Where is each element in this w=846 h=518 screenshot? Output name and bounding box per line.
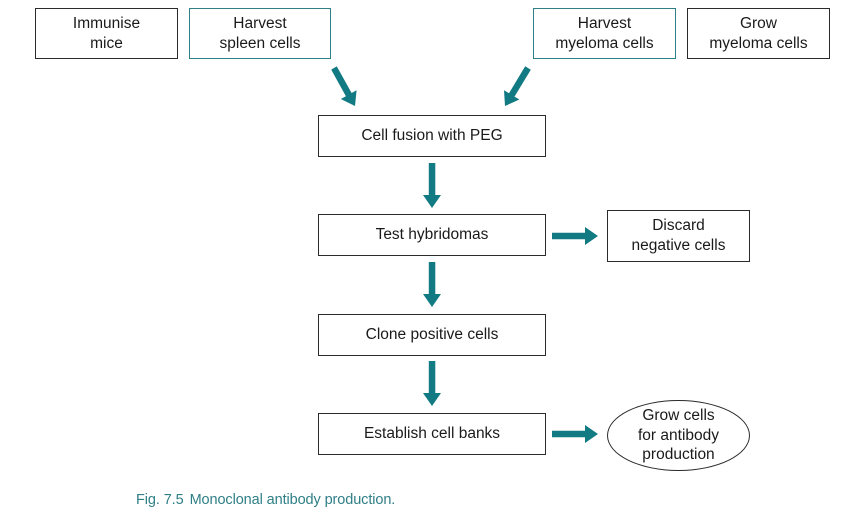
node-harvest-myeloma-line2: myeloma cells [555,34,654,52]
node-harvest-myeloma-line1: Harvest [577,14,632,32]
arrow-clone-to-establish [423,361,441,406]
node-establish-cell-banks: Establish cell banks [318,413,546,455]
arrow-fusion-to-test [423,163,441,208]
node-clone-positive-label: Clone positive cells [365,326,499,343]
arrow-group [331,66,598,443]
figure-caption-text: Monoclonal antibody production. [189,492,396,508]
arrow-test-to-discard [552,227,598,245]
node-establish-banks-label: Establish cell banks [363,425,501,442]
node-clone-positive-cells: Clone positive cells [318,314,546,356]
node-harvest-spleen-line2: spleen cells [219,34,301,52]
arrow-establish-to-antibody [552,425,598,443]
arrow-test-to-clone [423,262,441,307]
node-discard-negative-cells: Discard negative cells [607,210,750,262]
node-grow-antibody-line2: for antibody [638,426,719,444]
node-grow-myeloma-line1: Grow [739,14,778,32]
node-harvest-spleen-cells: Harvest spleen cells [189,8,331,59]
node-cell-fusion-label: Cell fusion with PEG [361,127,503,144]
node-grow-cells-for-antibody-production: Grow cells for antibody production [607,400,750,471]
arrow-spleen-to-fusion [331,66,357,106]
node-immunise-mice-line2: mice [90,34,123,52]
node-grow-myeloma-cells: Grow myeloma cells [687,8,830,59]
node-immunise-mice-line1: Immunise [72,14,141,32]
node-grow-antibody-line1: Grow cells [642,407,715,425]
node-harvest-spleen-line1: Harvest [233,14,287,32]
node-grow-antibody-line3: production [642,446,715,464]
figure-caption-label: Fig. 7.5 [136,492,184,508]
node-discard-line2: negative cells [631,237,726,254]
arrow-myeloma-to-fusion [504,66,531,106]
node-grow-myeloma-line2: myeloma cells [709,34,808,52]
figure-caption: Fig. 7.5 Monoclonal antibody production. [136,492,395,508]
node-cell-fusion: Cell fusion with PEG [318,115,546,157]
node-discard-line1: Discard [652,217,705,234]
node-test-hybridomas-label: Test hybridomas [375,226,489,243]
node-immunise-mice: Immunise mice [35,8,178,59]
node-harvest-myeloma-cells: Harvest myeloma cells [533,8,676,59]
node-test-hybridomas: Test hybridomas [318,214,546,256]
